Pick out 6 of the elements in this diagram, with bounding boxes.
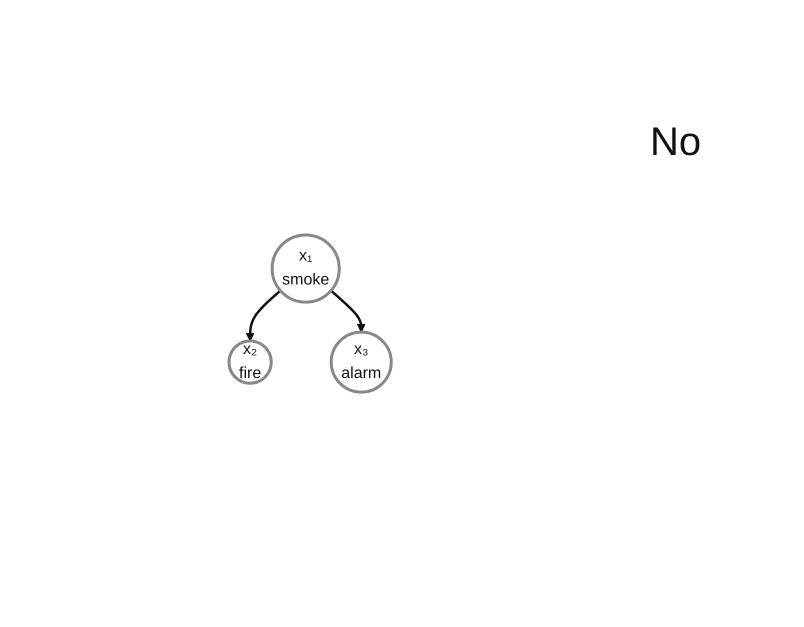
arrow xyxy=(246,290,282,342)
note-text: No xyxy=(650,120,702,165)
node-circle: x₁ smoke xyxy=(270,233,341,304)
arrow xyxy=(330,290,366,332)
node-circle: x₂ fire xyxy=(227,339,273,385)
node-circle: x₃ alarm xyxy=(330,330,393,394)
